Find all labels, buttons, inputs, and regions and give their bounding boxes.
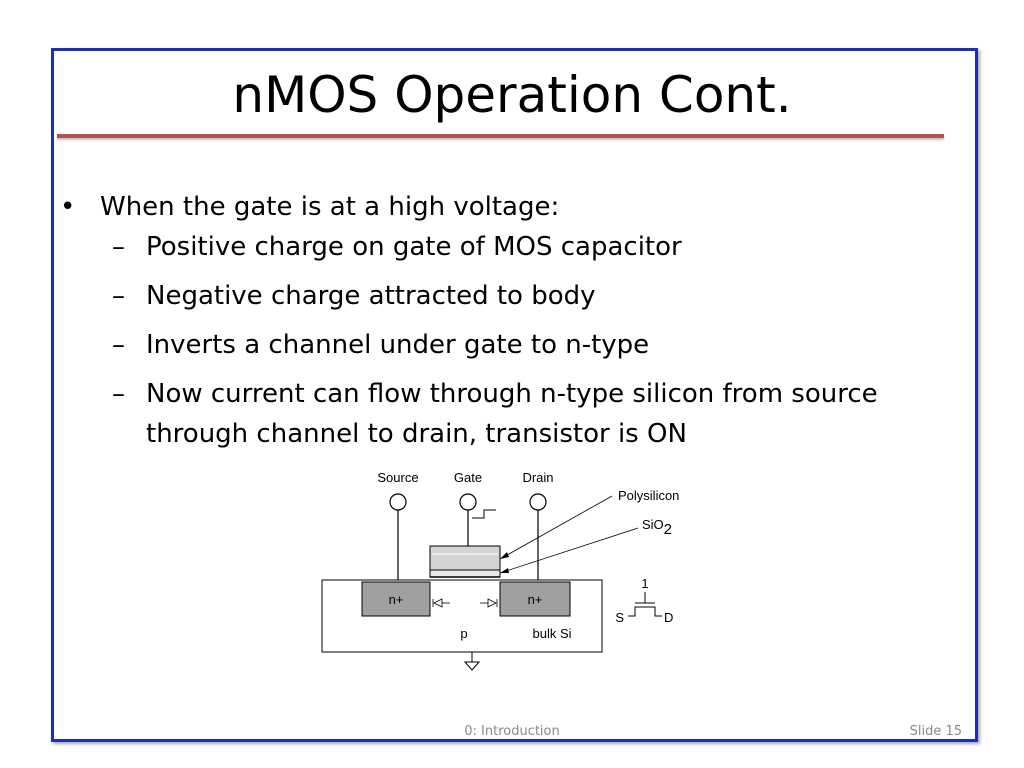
sio2-label-main: SiO xyxy=(642,517,664,532)
drain-label: Drain xyxy=(522,470,553,485)
sub-bullet-item: – Inverts a channel under gate to n-type xyxy=(60,325,960,365)
dash-mark: – xyxy=(112,330,125,360)
polysilicon-pointer xyxy=(499,495,613,560)
bullet-text: When the gate is at a high voltage: xyxy=(100,192,560,222)
sub-bullet-text: Negative charge attracted to body xyxy=(146,281,596,311)
symbol-channel xyxy=(628,606,662,617)
sub-bullet-item: – Negative charge attracted to body xyxy=(60,276,960,316)
slide-title: nMOS Operation Cont. xyxy=(232,66,792,124)
title-underline xyxy=(57,134,944,138)
source-terminal xyxy=(389,493,407,511)
sub-bullet-text: Inverts a channel under gate to n-type xyxy=(146,330,650,360)
bullet-list: • When the gate is at a high voltage: – … xyxy=(60,187,960,454)
source-label: Source xyxy=(377,470,418,485)
dash-mark: – xyxy=(112,232,125,262)
dash-mark: – xyxy=(112,281,125,311)
polysilicon-arrowhead xyxy=(500,552,509,559)
high-voltage-step-icon xyxy=(472,509,496,519)
sio2-oxide xyxy=(429,569,501,578)
n-plus-drain-label: n+ xyxy=(528,592,543,607)
sub-bullet-item: – Positive charge on gate of MOS capacit… xyxy=(60,227,960,267)
n-plus-source-region xyxy=(361,581,431,617)
sub-bullet-item: – Now current can flow through n-type si… xyxy=(60,374,960,454)
bulk-si-label: bulk Si xyxy=(532,626,571,641)
slide-frame xyxy=(51,48,978,742)
sio2-arrowhead xyxy=(500,568,509,573)
dash-mark: – xyxy=(112,379,125,409)
sio2-subscript: 2 xyxy=(664,521,672,538)
ground-icon xyxy=(463,661,481,671)
bullet-mark: • xyxy=(60,192,76,222)
slide-number: Slide 15 xyxy=(909,724,962,739)
polysilicon-gate xyxy=(429,545,501,571)
p-type-label: p xyxy=(460,626,467,641)
bullet-item: • When the gate is at a high voltage: xyxy=(60,187,960,227)
sio2-label: SiO2 xyxy=(642,517,672,538)
n-plus-drain-region xyxy=(499,581,571,617)
drain-terminal xyxy=(529,493,547,511)
nmos-cross-section-diagram: Source Gate Drain n+ n+ p bulk Si Polysi… xyxy=(321,470,679,671)
sub-bullet-text: Positive charge on gate of MOS capacitor xyxy=(146,232,682,262)
symbol-gate-value: 1 xyxy=(641,576,648,591)
footer-section-label: 0: Introduction xyxy=(464,724,560,739)
sub-bullet-text: Now current can flow through n-type sili… xyxy=(146,379,878,449)
n-plus-source-label: n+ xyxy=(389,592,404,607)
symbol-source-label: S xyxy=(615,610,624,625)
sio2-pointer xyxy=(499,527,639,574)
gate-terminal xyxy=(459,493,477,511)
symbol-drain-label: D xyxy=(664,610,673,625)
polysilicon-label: Polysilicon xyxy=(618,488,679,503)
gate-label: Gate xyxy=(454,470,482,485)
